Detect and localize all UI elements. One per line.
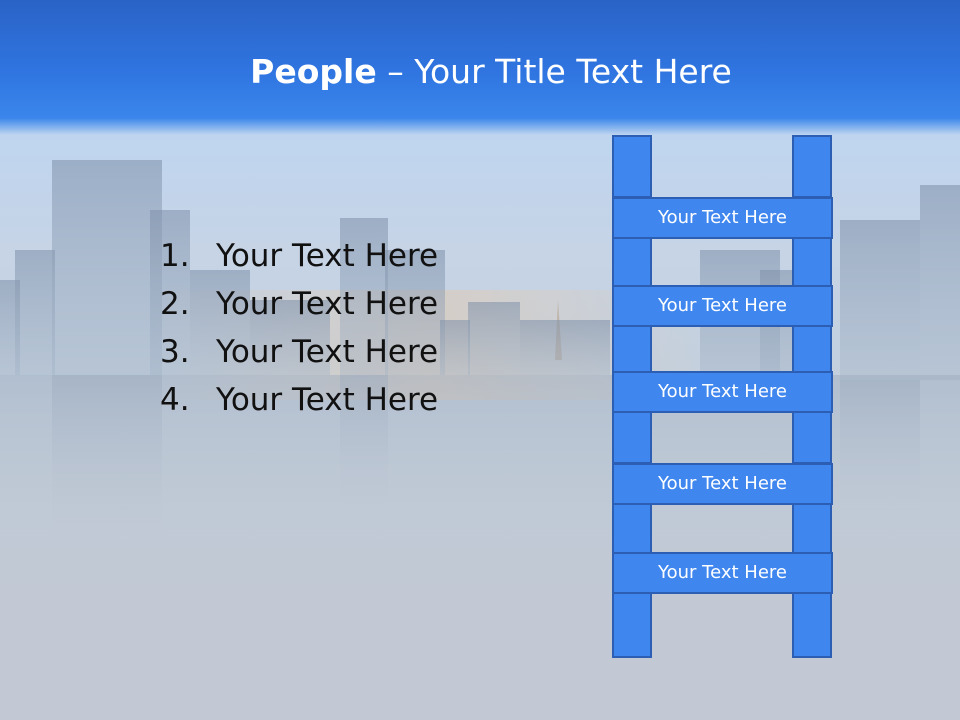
title-rest-text: – Your Title Text Here xyxy=(376,52,732,91)
ladder-rail-left-segment xyxy=(612,411,652,464)
list-item-number: 4. xyxy=(160,382,190,418)
list-item: 4. Your Text Here xyxy=(160,376,438,424)
list-item-text: Your Text Here xyxy=(216,382,439,418)
title-bold-text: People xyxy=(250,52,377,91)
ladder-rung-3: Your Text Here xyxy=(612,371,833,413)
list-item-text: Your Text Here xyxy=(216,238,439,274)
list-item: 3. Your Text Here xyxy=(160,328,438,376)
ladder-rail-right-segment xyxy=(792,502,832,554)
ladder-rail-right-segment xyxy=(792,325,832,374)
ladder-rail-right-segment xyxy=(792,135,832,198)
ladder-rung-5: Your Text Here xyxy=(612,552,833,594)
numbered-list: 1. Your Text Here 2. Your Text Here 3. Your… xyxy=(160,232,438,424)
ladder-rail-left-segment xyxy=(612,237,652,287)
ladder-rail-left-segment xyxy=(612,325,652,374)
ladder-rung-4: Your Text Here xyxy=(612,463,833,505)
list-item: 2. Your Text Here xyxy=(160,280,438,328)
ladder-rung-1: Your Text Here xyxy=(612,197,833,239)
ladder-rail-right-segment xyxy=(792,411,832,464)
list-item-number: 2. xyxy=(160,286,190,322)
ladder-rail-right-segment xyxy=(792,237,832,287)
list-item: 1. Your Text Here xyxy=(160,232,438,280)
list-item-text: Your Text Here xyxy=(216,286,439,322)
ladder-rail-left-segment xyxy=(612,502,652,554)
list-item-number: 1. xyxy=(160,238,190,274)
ladder-rung-2: Your Text Here xyxy=(612,285,833,327)
list-item-number: 3. xyxy=(160,334,190,370)
ladder-rail-left-segment xyxy=(612,135,652,198)
slide-title: People – Your Title Text Here xyxy=(0,52,960,91)
ladder-rail-right-segment xyxy=(792,591,832,658)
list-item-text: Your Text Here xyxy=(216,334,439,370)
ladder-rail-left-segment xyxy=(612,591,652,658)
